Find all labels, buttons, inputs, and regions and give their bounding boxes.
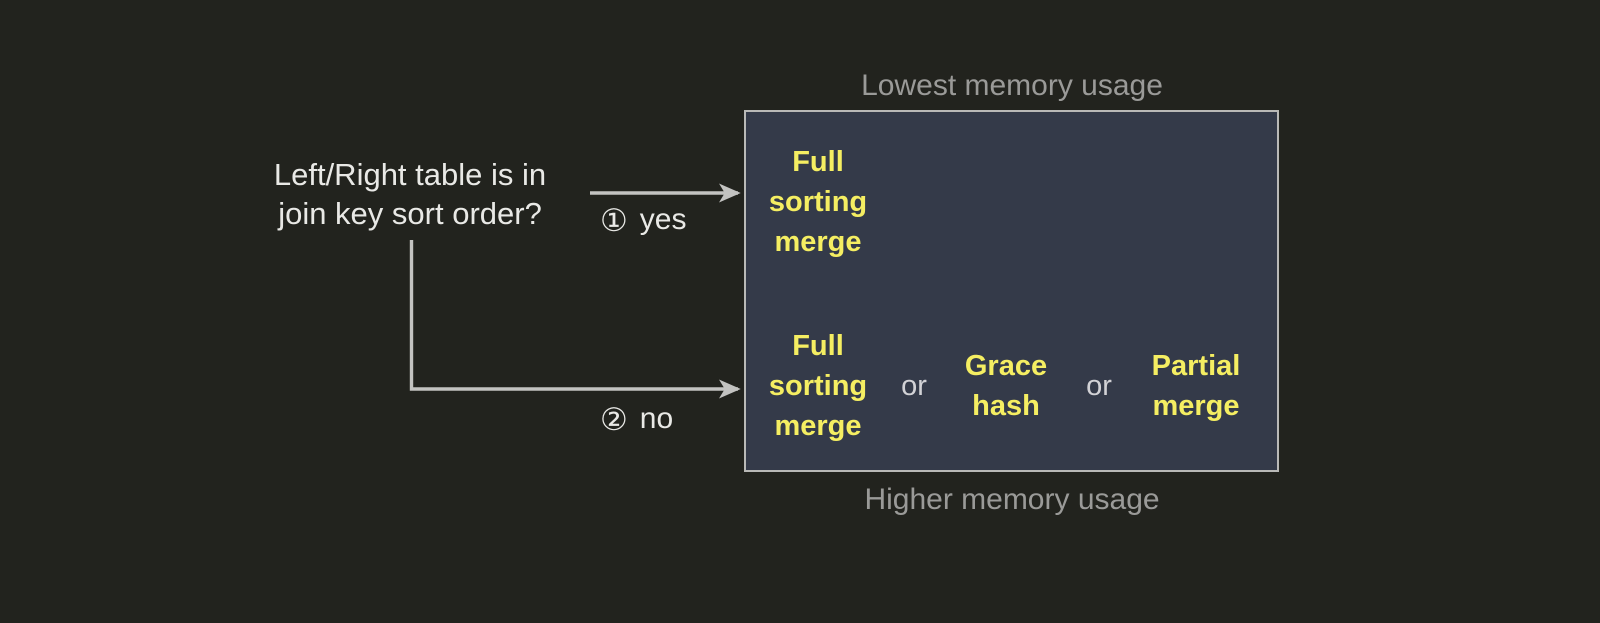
option-line: Full [792, 330, 844, 362]
question-line-1: Left/Right table is in [273, 157, 547, 192]
outcome-row-yes: Full sorting merge [746, 132, 1277, 272]
branch-marker-2: ② [600, 401, 628, 437]
option-line: hash [972, 390, 1040, 422]
branch-marker-1: ① [600, 202, 628, 238]
outcome-panel: Full sorting merge Full sorting merge or… [744, 110, 1279, 472]
option-partial-merge: Partial merge [1132, 346, 1260, 426]
branch-text-yes: yes [639, 203, 687, 236]
option-line: merge [1152, 390, 1240, 422]
option-line: sorting [768, 370, 868, 402]
question-line-2: join key sort order? [278, 196, 542, 231]
option-line: merge [774, 226, 862, 258]
option-line: Full [792, 146, 844, 178]
option-grace-hash: Grace hash [946, 346, 1066, 426]
option-line: Partial [1151, 350, 1241, 382]
option-separator-1: or [901, 370, 927, 402]
branch-label-no: ② no [600, 402, 673, 436]
option-line: merge [774, 410, 862, 442]
outcome-row-no: Full sorting merge or Grace hash or Part… [746, 316, 1277, 456]
option-full-sorting-merge-bottom: Full sorting merge [754, 326, 882, 446]
caption-lowest-memory: Lowest memory usage [861, 69, 1163, 102]
branch-label-yes: ① yes [600, 203, 686, 237]
branch-text-no: no [639, 402, 674, 435]
caption-higher-memory: Higher memory usage [864, 483, 1160, 516]
option-line: sorting [768, 186, 868, 218]
option-line: Grace [964, 350, 1048, 382]
arrow-no [409, 240, 741, 399]
option-separator-2: or [1086, 370, 1112, 402]
decision-question: Left/Right table is in join key sort ord… [250, 155, 570, 233]
option-full-sorting-merge-top: Full sorting merge [754, 142, 882, 262]
